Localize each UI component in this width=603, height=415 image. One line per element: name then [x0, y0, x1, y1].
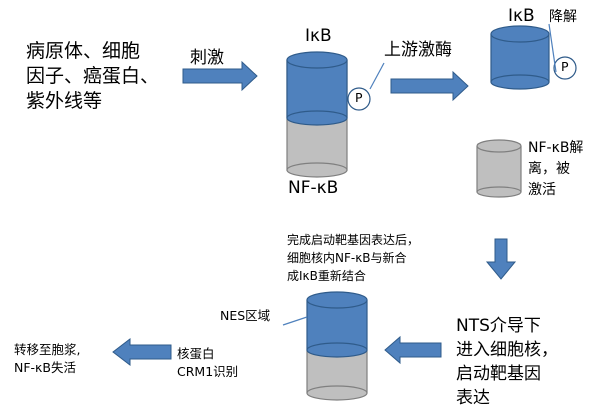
- nes-pointer-line: [282, 316, 308, 326]
- rebinding-line-3: 成IκB重新结合: [287, 269, 366, 283]
- dissociation-line-2: 离，被: [528, 161, 570, 177]
- ikb-degraded-cylinder: [490, 25, 550, 90]
- crm1-line-2: CRM1识别: [177, 364, 239, 379]
- stimulus-arrow-label: 刺激: [190, 48, 224, 68]
- degradation-pointer-line: [548, 23, 557, 73]
- stimulus-arrow: [182, 60, 258, 92]
- export-arrow: [112, 337, 172, 367]
- nuclear-entry-line-3: 启动靶基因: [456, 364, 541, 384]
- phosphate-label-1: P: [355, 90, 363, 105]
- nfkb-label: NF-κB: [288, 178, 339, 198]
- export-line-2: NF-κB失活: [14, 360, 76, 375]
- nuclear-entry-line-2: 进入细胞核，: [456, 340, 558, 360]
- recombined-complex-cylinder: [306, 291, 368, 401]
- nuclear-entry-line-4: 表达: [456, 388, 490, 408]
- stimuli-line-3: 紫外线等: [26, 90, 103, 112]
- phosphorylation-arrow: [390, 70, 469, 102]
- stimuli-line-2: 因子、癌蛋白、: [26, 65, 160, 87]
- phosphate-circle-2: [553, 56, 577, 80]
- dissociation-line-3: 激活: [528, 182, 556, 198]
- rebinding-line-1: 完成启动靶基因表达后，: [287, 233, 420, 247]
- phosphate-label-2: P: [561, 59, 569, 74]
- rebinding-line-2: 细胞核内NF-κB与新合: [287, 251, 407, 265]
- crm1-line-1: 核蛋白: [177, 346, 215, 361]
- ikb-label-2: IκB: [508, 6, 535, 26]
- free-nfkb-cylinder: [476, 139, 522, 198]
- ikb-label-1: IκB: [305, 26, 332, 46]
- nes-region-label: NES区域: [220, 308, 271, 323]
- nuclear-entry-arrow: [485, 238, 517, 280]
- nuclear-entry-line-1: NTS介导下: [456, 316, 541, 336]
- ikb-nfkb-complex-cylinder: [286, 51, 348, 178]
- kinase-pointer-line: [369, 62, 385, 90]
- degradation-label: 降解: [549, 9, 577, 25]
- upstream-kinase-label: 上游激酶: [384, 40, 452, 60]
- phosphate-circle-1: [347, 87, 371, 111]
- rebinding-arrow: [384, 335, 442, 365]
- dissociation-line-1: NF-κB解: [528, 140, 584, 156]
- stimuli-line-1: 病原体、细胞: [26, 40, 141, 62]
- export-line-1: 转移至胞浆,: [14, 342, 81, 357]
